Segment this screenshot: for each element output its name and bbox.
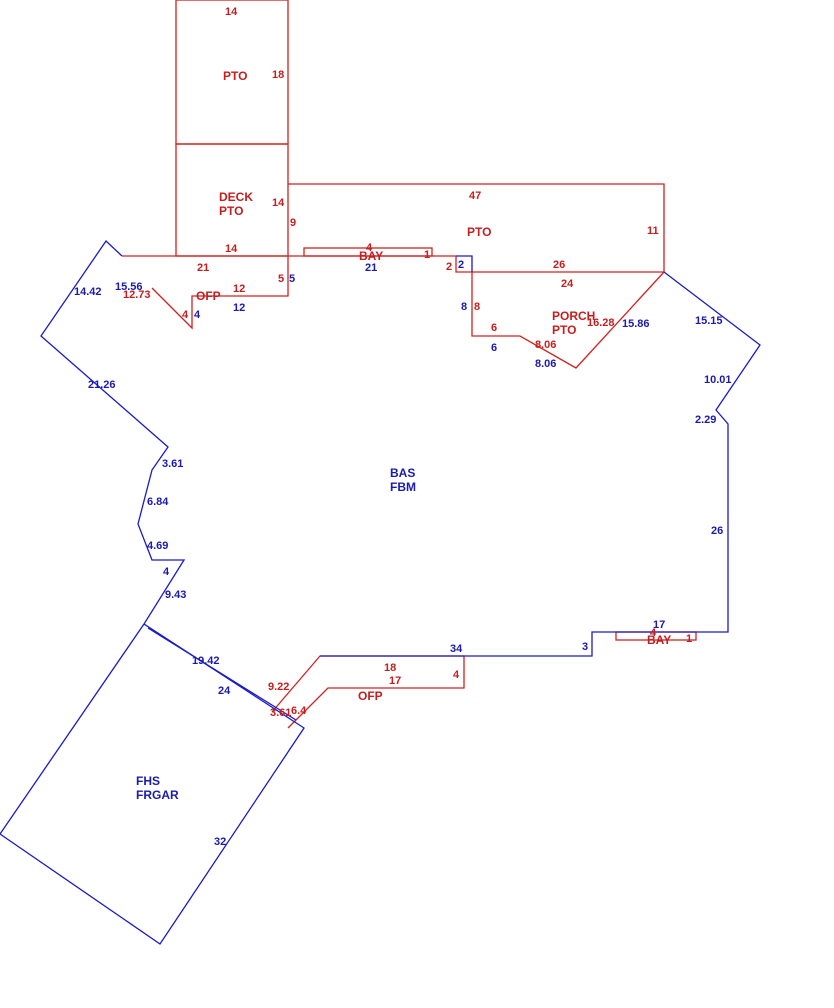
bas-code: BAS <box>390 466 415 480</box>
dim-label: 34 <box>450 643 463 655</box>
ofp-left-outline <box>122 255 289 330</box>
dim-label: 15.86 <box>622 318 650 330</box>
garage-shared-wall <box>147 627 297 721</box>
dim-label: 24 <box>218 685 231 697</box>
dim-label: 1 <box>424 249 430 261</box>
bas-desc: FBM <box>390 480 416 494</box>
dim-label: 3.61 <box>162 458 183 470</box>
dim-label: 9 <box>290 217 296 229</box>
dim-label: 2.29 <box>695 414 716 426</box>
dim-label: 6.4 <box>291 705 307 717</box>
dim-label: 4.69 <box>147 540 168 552</box>
dim-label: 32 <box>214 836 226 848</box>
pto-right-code: PTO <box>467 225 491 239</box>
dim-label: 47 <box>469 190 481 202</box>
porch-outline <box>471 271 665 369</box>
dim-label: 8 <box>461 301 467 313</box>
dim-label: 4 <box>453 669 460 681</box>
porch-code: PORCH <box>552 309 595 323</box>
dim-label: 19.42 <box>192 655 220 667</box>
dim-label: 6.84 <box>147 496 169 508</box>
fhs-desc: FRGAR <box>136 788 179 802</box>
dim-label: 6 <box>491 322 497 334</box>
dim-label: 2 <box>458 259 464 271</box>
deck-code: DECK <box>219 190 253 204</box>
dim-label: 3.61 <box>270 707 291 719</box>
dim-label: 4 <box>650 627 657 639</box>
dim-label: 15.15 <box>695 315 723 327</box>
dim-label: 14 <box>225 6 238 18</box>
dim-label: 18 <box>384 662 396 674</box>
ofp-bottom-code: OFP <box>358 689 383 703</box>
dim-label: 2 <box>446 261 452 273</box>
porch-desc: PTO <box>552 323 576 337</box>
dim-label: 12 <box>233 302 245 314</box>
dim-label: 9.43 <box>165 589 186 601</box>
dim-label: 1 <box>686 633 692 645</box>
bas-right-outline <box>320 271 761 657</box>
fhs-code: FHS <box>136 774 160 788</box>
bas-left-outline <box>0 240 305 945</box>
dim-label: 16.28 <box>587 317 615 329</box>
ofp-left-code: OFP <box>196 289 221 303</box>
bay-right-code: BAY <box>647 633 671 647</box>
dim-label: 4 <box>163 566 170 578</box>
bas-notch-outline <box>456 255 473 272</box>
dim-label: 12 <box>233 283 245 295</box>
dim-label: 15.56 <box>115 281 143 293</box>
pto-right-outline <box>288 183 665 272</box>
dim-label: 21 <box>365 262 377 274</box>
dim-label: 5 <box>278 273 284 285</box>
dim-label: 8 <box>474 301 480 313</box>
dim-label: 6 <box>491 342 497 354</box>
deck-desc: PTO <box>219 204 243 218</box>
dim-label: 24 <box>561 278 574 290</box>
dim-label: 17 <box>653 619 665 631</box>
dim-label: 8.06 <box>535 339 556 351</box>
dim-label: 4 <box>182 309 189 321</box>
dim-label: 14.42 <box>74 286 102 298</box>
dim-label: 3 <box>582 641 588 653</box>
dim-label: 4 <box>366 242 373 254</box>
ofp-bottom-outline <box>271 655 465 729</box>
bay-top-outline <box>303 247 433 257</box>
dim-label: 12.73 <box>123 289 151 301</box>
dim-label: 17 <box>389 675 401 687</box>
pto-top-code: PTO <box>223 69 247 83</box>
dim-label: 14 <box>272 197 285 209</box>
dim-label: 10.01 <box>704 374 732 386</box>
bay-top-code: BAY <box>359 249 383 263</box>
pto-right-bottom-outline <box>288 255 664 273</box>
dim-label: 9.22 <box>268 681 289 693</box>
dim-label: 21 <box>197 262 209 274</box>
dim-label: 21.26 <box>88 379 116 391</box>
dim-label: 18 <box>272 69 284 81</box>
dim-label: 4 <box>194 309 201 321</box>
dim-label: 14 <box>225 243 238 255</box>
dim-label: 11 <box>647 225 659 237</box>
dim-label: 8.06 <box>535 358 556 370</box>
dim-label: 5 <box>289 273 295 285</box>
dim-label: 26 <box>553 259 565 271</box>
dim-label: 26 <box>711 525 723 537</box>
